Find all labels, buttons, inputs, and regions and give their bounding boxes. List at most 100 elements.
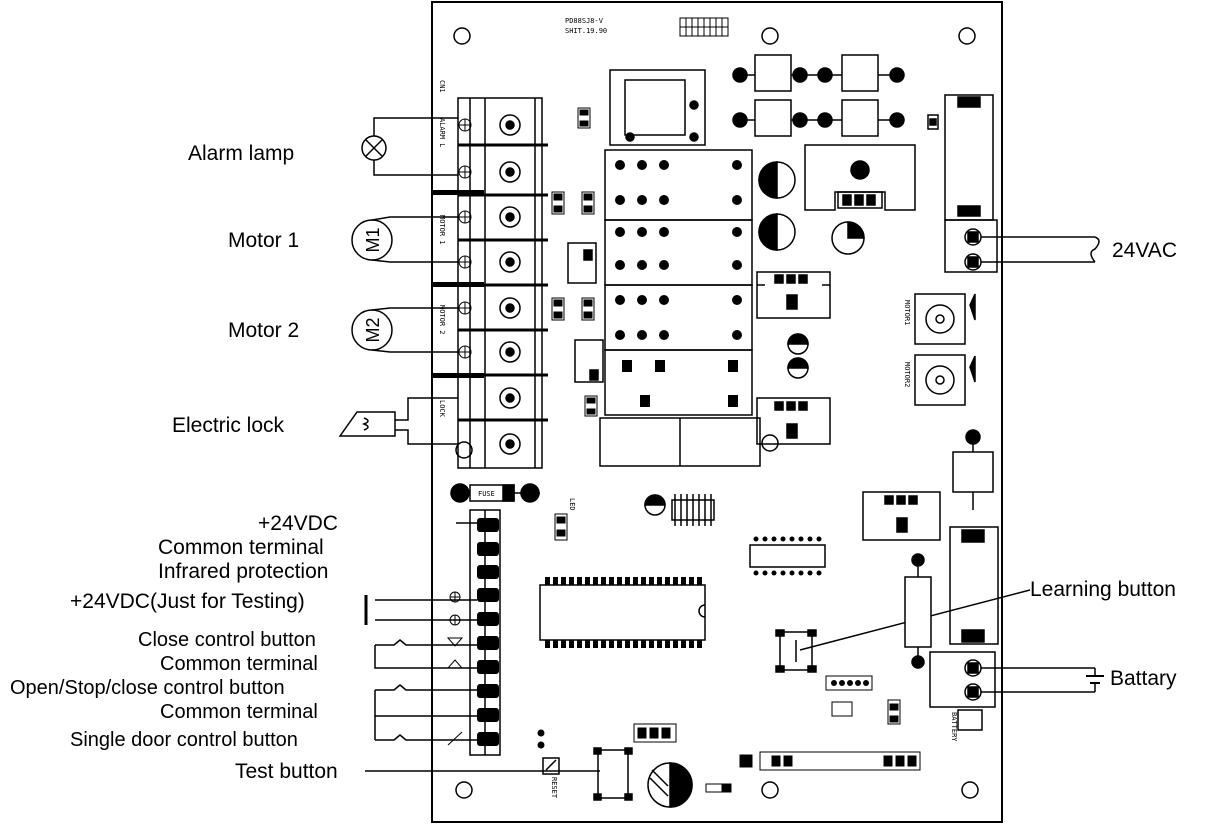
dip-pin <box>762 536 768 542</box>
right-tall-component <box>949 526 999 645</box>
lower-leader-lines <box>364 522 600 772</box>
battery-connector <box>929 651 1095 731</box>
electric-lock-label: Electric lock <box>172 414 285 437</box>
mcu-pin <box>633 640 638 648</box>
mcu-pin <box>665 577 670 585</box>
common1-label: Common terminal <box>158 536 324 559</box>
mcu-pin <box>649 640 654 648</box>
batt-term-label: BATTERY <box>950 712 958 742</box>
board-date: SHIT.19.90 <box>565 27 607 35</box>
mcu-pins <box>545 577 702 648</box>
dip-pin <box>762 570 768 576</box>
mcu-pin <box>625 577 630 585</box>
dip-pin <box>789 570 795 576</box>
capacitors <box>758 161 865 379</box>
mcu-pin <box>657 577 662 585</box>
motor1-term-label: MOTOR 1 <box>438 215 446 245</box>
learning-label: Learning button <box>1030 578 1176 601</box>
mcu-pin <box>593 640 598 648</box>
connectors-right <box>756 271 941 541</box>
battery-label: Battary <box>1110 667 1177 690</box>
dip-pin <box>789 536 795 542</box>
motor-icon <box>351 307 458 353</box>
dip-pin <box>771 536 777 542</box>
mcu-pin <box>545 577 550 585</box>
motor2-label: Motor 2 <box>228 319 299 342</box>
mcu-pin <box>601 640 606 648</box>
terminal-screws-bottom <box>477 518 499 746</box>
motor-icon <box>351 216 458 263</box>
right-resistor <box>904 429 994 669</box>
mcu-pin <box>673 577 678 585</box>
relay-top <box>609 69 706 146</box>
motor1-pot-label: MOTOR1 <box>903 300 911 325</box>
test-button-icon <box>542 747 633 801</box>
bottom-header-strip <box>759 751 921 771</box>
mcu-pin <box>641 640 646 648</box>
mcu-pin <box>561 640 566 648</box>
mcu-pin <box>609 640 614 648</box>
top-right-parts <box>732 54 905 137</box>
dip-pin <box>753 536 759 542</box>
led-label: LED <box>568 498 576 511</box>
mcu-pin <box>577 577 582 585</box>
mcu-pin <box>585 577 590 585</box>
mcu-pin <box>585 640 590 648</box>
mcu-pin <box>697 640 702 648</box>
test-button-label: Test button <box>235 760 338 783</box>
regulator <box>804 144 916 211</box>
close-btn-label: Close control button <box>138 629 316 651</box>
mcu-pin <box>569 577 574 585</box>
motor1-label: Motor 1 <box>228 229 299 252</box>
mcu-pin <box>641 577 646 585</box>
dip-ic <box>749 544 826 568</box>
potentiometers <box>914 293 976 406</box>
board-id: PD88SJ8-V <box>565 17 604 25</box>
buzzer <box>647 762 693 808</box>
motor2-pot-label: MOTOR2 <box>903 362 911 387</box>
mcu-pin <box>561 577 566 585</box>
mcu-pin <box>681 577 686 585</box>
small-components <box>551 107 598 541</box>
vdc24-label: +24VDC <box>258 512 338 535</box>
dip-pin <box>807 570 813 576</box>
dip-pin <box>798 570 804 576</box>
dip-pin <box>780 570 786 576</box>
mcu-pin <box>689 577 694 585</box>
dip-pin <box>816 570 822 576</box>
reset-label: RESET <box>550 777 558 799</box>
motor2-term-label: MOTOR 2 <box>438 305 446 335</box>
terminal-screws-top <box>499 114 521 455</box>
microcontroller <box>539 584 706 641</box>
dip-pin <box>816 536 822 542</box>
relay-pins <box>615 160 742 407</box>
transistor-ic <box>644 494 715 526</box>
dip-pin <box>798 536 804 542</box>
mcu-pin <box>625 640 630 648</box>
single-door-label: Single door control button <box>70 729 298 751</box>
top-header <box>679 17 729 37</box>
mcu-pin <box>553 640 558 648</box>
fuse <box>450 483 540 503</box>
mcu-pin <box>617 577 622 585</box>
fuse-label: FUSE <box>478 490 495 498</box>
dip-pin <box>807 536 813 542</box>
infrared-label: Infrared protection <box>158 560 328 583</box>
mcu-pin <box>697 577 702 585</box>
lock-term-label: LOCK <box>438 400 446 418</box>
small-parts-bottom-right <box>825 675 901 725</box>
mcu-pin <box>657 640 662 648</box>
mcu-pin <box>665 640 670 648</box>
mcu-pin <box>545 640 550 648</box>
battery-icon <box>1086 668 1104 692</box>
small-chips <box>567 242 604 383</box>
mcu-pin <box>689 640 694 648</box>
small-header-bottom <box>537 723 753 793</box>
common2-label: Common terminal <box>160 653 318 675</box>
alarm-lamp-label: Alarm lamp <box>188 142 294 165</box>
mcu-pin <box>553 577 558 585</box>
relay-bank <box>599 149 761 467</box>
dip-pin <box>780 536 786 542</box>
mcu-pin <box>569 640 574 648</box>
